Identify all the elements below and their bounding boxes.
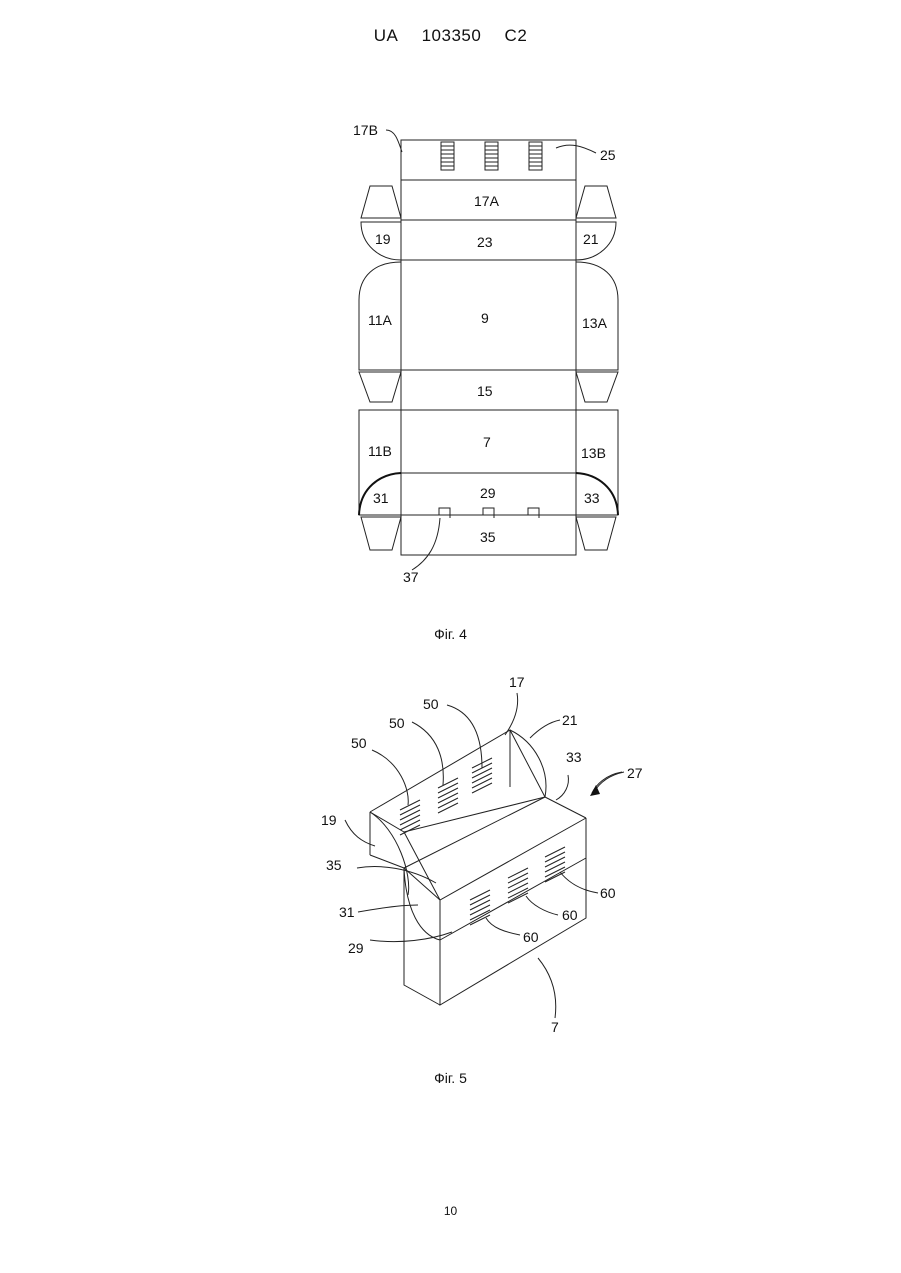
label-60-left: 60 — [523, 929, 539, 945]
figure-4-drawing: 17B 25 17A 19 23 21 11A 9 13A 15 11B 7 1… — [0, 0, 901, 640]
label-60-middle: 60 — [562, 907, 578, 923]
label-50-middle: 50 — [389, 715, 405, 731]
label-50-top: 50 — [423, 696, 439, 712]
label-25: 25 — [600, 147, 616, 163]
label-50-left: 50 — [351, 735, 367, 751]
label-35: 35 — [326, 857, 342, 873]
locking-tabs — [439, 508, 539, 518]
label-23: 23 — [477, 234, 493, 250]
label-15: 15 — [477, 383, 493, 399]
label-7: 7 — [551, 1019, 559, 1035]
label-17: 17 — [509, 674, 525, 690]
label-31: 31 — [339, 904, 355, 920]
label-19: 19 — [321, 812, 337, 828]
label-17A: 17A — [474, 193, 500, 209]
label-33: 33 — [584, 490, 600, 506]
label-17B: 17B — [353, 122, 378, 138]
label-21: 21 — [583, 231, 599, 247]
label-31: 31 — [373, 490, 389, 506]
label-13A: 13A — [582, 315, 608, 331]
label-11B: 11B — [368, 443, 392, 459]
vent-slots — [441, 142, 542, 170]
label-9: 9 — [481, 310, 489, 326]
label-19: 19 — [375, 231, 391, 247]
figure-5-drawing: 17 50 50 50 21 33 27 19 35 31 29 60 60 6… — [0, 640, 901, 1060]
label-27: 27 — [627, 765, 643, 781]
label-13B: 13B — [581, 445, 606, 461]
page-number: 10 — [0, 1204, 901, 1218]
label-29: 29 — [480, 485, 496, 501]
label-33: 33 — [566, 749, 582, 765]
label-11A: 11A — [368, 312, 393, 328]
vent-slots-back — [400, 758, 492, 835]
label-21: 21 — [562, 712, 578, 728]
label-37: 37 — [403, 569, 419, 585]
label-29: 29 — [348, 940, 364, 956]
label-7: 7 — [483, 434, 491, 450]
label-35: 35 — [480, 529, 496, 545]
figure-5-caption: Фіг. 5 — [0, 1070, 901, 1086]
label-60-right: 60 — [600, 885, 616, 901]
